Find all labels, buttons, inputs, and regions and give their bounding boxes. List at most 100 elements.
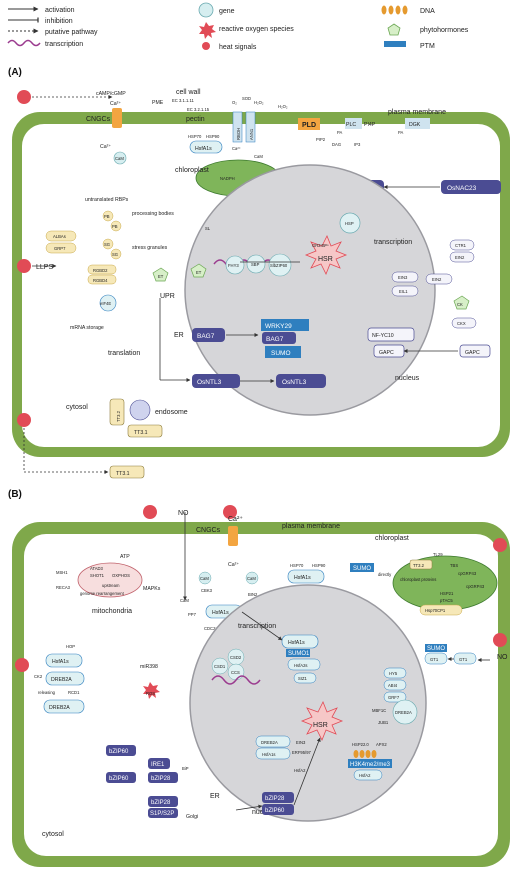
ein2-label-2: EIN2 [455,255,465,260]
hsfa1s-label-b: HsfA1s [294,575,311,581]
tt3-1-box-2 [109,465,145,479]
endosome-icon [129,399,151,421]
tt3-2-label: TT3.2 [116,410,121,422]
tt3-1-box [127,424,163,438]
dag-label: DAG [332,142,341,147]
er-label: ER [174,332,184,339]
bzip28-box-2 [148,796,178,807]
hsr-label: HSR [318,256,333,263]
dreb2a-box-1 [45,671,85,686]
pld-label: PLD [302,122,316,129]
hop-label: HOP [66,644,75,649]
h3k4-box [348,759,392,768]
hsp-gene [339,212,361,234]
s1p-label: S1P/S2P [150,811,174,817]
hsfa1s-box-b3 [45,653,83,668]
cytosol-label-b: cytosol [42,831,64,838]
chloroplast-label: chloroplast [175,167,209,174]
eil1-label: EIL1 [399,289,408,294]
endosome-label: endosome [155,409,188,416]
bin2-label: BIN2 [248,592,258,597]
sg-granule [102,238,114,250]
er-label-b: ER [210,793,220,800]
legend-dna-icon [381,5,408,15]
legend-ros-icon [199,22,216,39]
hy5-box [383,667,407,679]
grf7-label: GRF7 [388,695,400,700]
panel-b: (B) NO NO Ca²⁺ CNGCs plasma membrane chl… [8,489,510,867]
reca3-label: RECA3 [56,585,71,590]
pa-label: PA [337,130,342,135]
bzip60-label-2: bZIP60 [109,776,129,782]
cytosol-label-a: cytosol [66,404,88,411]
h2o2-label-2: H₂O₂ [278,104,288,109]
tt3-2-label-b: TT3.2 [413,563,425,568]
apx2-label: APX2 [376,742,387,747]
cam-gene-b [198,571,212,585]
ire1-box [148,758,170,769]
plasma-membrane-label: plasma membrane [388,109,446,116]
ann1-box [245,111,256,143]
tt3-1-label-2: TT3.1 [116,471,130,477]
cngcs-label: CNGCs [86,116,111,123]
pld-box [298,118,320,130]
grf7-box [383,691,407,703]
nf-yc10-label: NF-YC10 [372,333,394,339]
cam-label-b3: CaM [180,598,189,603]
camp-label: cAMP/cGMP [96,91,126,97]
ein2-box [425,273,453,285]
plasma-membrane-label-b: plasma membrane [282,523,340,530]
dreb2a-box-2 [43,699,85,714]
pectin-label: pectin [186,116,205,123]
legend-gene-icon [198,2,214,18]
no-label-2: NO [497,654,508,661]
rboh-label: RBOH [236,128,241,140]
tt3-2-box [109,398,125,426]
dreb2a-gene [392,699,418,725]
bzip28-label-1: bZIP28 [151,776,171,782]
eif4e-label: eIF4E [100,301,111,306]
osntl3-label-2: OsNTL3 [282,379,307,386]
wrky29-box [261,319,309,331]
ec2-label: EC 3.2.1.15 [187,107,210,112]
gt1-label-1: GT1 [430,657,439,662]
bzip60-box-1 [106,745,136,756]
bag7-label-2: BAG7 [266,336,284,343]
sumo1-box [286,649,310,657]
rcd1-label: RCD1 [68,690,80,695]
tl29-label: TL29 [433,552,443,557]
bzip28-label-2: bZIP28 [151,800,171,806]
bzip60-box-2 [106,772,136,783]
cam-label: CaM [115,156,124,161]
hsr-burst-b [300,701,344,741]
hsfa1s-label: HsfA1s [195,146,212,152]
heat-signal-icon [223,505,237,519]
heat-signal-icon [15,658,29,672]
stress-granules-label: stress granules [132,245,168,251]
rgbd4-box [87,274,117,285]
heat-signal-icon [17,90,31,104]
ca2-label: Ca²⁺ [100,144,111,150]
osnac23-box-2 [441,180,501,194]
sumo-box-b2 [425,644,447,652]
cngc-channel-icon [228,526,238,546]
et-label: ET [158,274,164,279]
h2o2-label: H₂O₂ [254,100,264,105]
cpgrp43-label-2: cpGRP43 [466,584,485,589]
csd1-label: CSD1 [214,664,226,669]
processing-bodies-label: processing bodies [132,211,174,217]
cam-label-b: CaM [200,576,209,581]
hy5-label: HY5 [389,671,398,676]
gapc-label-2: GAPC [465,350,480,356]
hsfa2s-box [287,658,321,671]
pb-granule [110,220,122,232]
hsr-label-b: HSR [313,722,328,729]
dgk-label: DGK [409,122,421,128]
plc-box [345,118,362,129]
dreb2a-label-2: DREB2A [49,705,70,711]
hsr-burst [304,235,348,275]
cngcs-label-b: CNGCs [196,527,221,534]
sumo-label-b: SUMO [353,566,371,572]
ccs-label: CCS [231,670,240,675]
dreb2a-label-4: DREB2A [395,710,412,715]
